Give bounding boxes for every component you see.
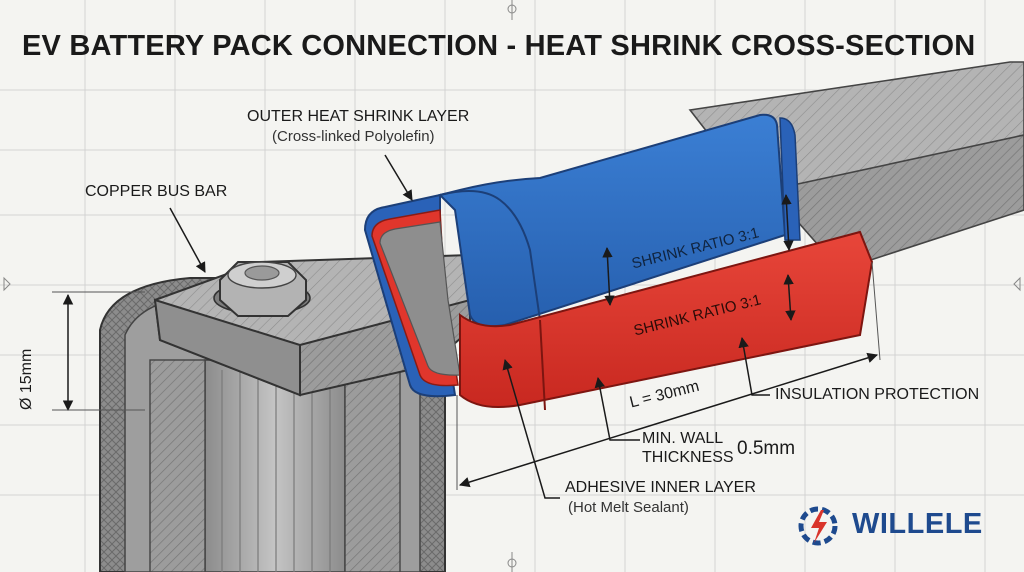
outer-layer-label: OUTER HEAT SHRINK LAYER	[247, 108, 470, 125]
min-wall-label-line1: MIN. WALL	[642, 430, 724, 447]
registration-marks	[3, 0, 1021, 572]
outer-layer-material-label: (Cross-linked Polyolefin)	[272, 128, 435, 145]
diameter-label: Ø 15mm	[18, 348, 35, 410]
adhesive-layer-label: ADHESIVE INNER LAYER	[565, 479, 756, 496]
battery-cell	[99, 277, 446, 572]
sleeve-dimension-markers	[602, 193, 796, 322]
willele-logo-text: WILLELE	[852, 508, 983, 540]
willele-logo-mark	[798, 506, 838, 546]
adhesive-material-label: (Hot Melt Sealant)	[568, 499, 689, 516]
min-wall-value: 0.5mm	[737, 438, 796, 459]
heat-shrink-sleeve	[363, 113, 874, 411]
min-wall-label-line2: THICKNESS	[642, 449, 734, 466]
bus-bar-label: COPPER BUS BAR	[85, 183, 228, 200]
hex-nut	[213, 261, 311, 317]
page-title: EV BATTERY PACK CONNECTION - HEAT SHRINK…	[22, 30, 976, 62]
insulation-protection-label: INSULATION PROTECTION	[775, 386, 980, 403]
leader-lines	[52, 154, 881, 499]
